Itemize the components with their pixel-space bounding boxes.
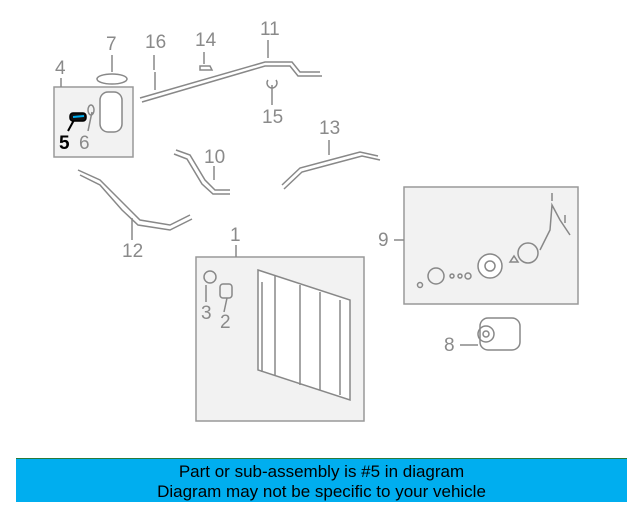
compressor-clutch-parts bbox=[416, 193, 571, 289]
part-7-oring bbox=[96, 73, 128, 85]
callout-13[interactable]: 13 bbox=[319, 118, 341, 139]
part-6 bbox=[87, 104, 95, 116]
part-14-bracket bbox=[199, 65, 214, 71]
condenser bbox=[257, 268, 351, 402]
callout-4[interactable]: 4 bbox=[55, 58, 66, 79]
leader-lines bbox=[60, 40, 478, 346]
callout-1[interactable]: 1 bbox=[230, 225, 241, 246]
callout-7[interactable]: 7 bbox=[106, 34, 117, 55]
callout-5-highlighted[interactable]: 5 bbox=[59, 133, 70, 154]
part-3-cap bbox=[203, 270, 217, 284]
banner-disclaimer: Diagram may not be specific to your vehi… bbox=[157, 482, 486, 501]
compressor bbox=[477, 317, 521, 351]
receiver-drier bbox=[99, 91, 123, 133]
callout-8[interactable]: 8 bbox=[444, 335, 455, 356]
callout-11[interactable]: 11 bbox=[260, 19, 280, 40]
callout-15[interactable]: 15 bbox=[262, 107, 284, 128]
callout-10[interactable]: 10 bbox=[204, 147, 226, 168]
group-box-9 bbox=[403, 186, 579, 305]
callout-3[interactable]: 3 bbox=[201, 303, 212, 324]
callout-9[interactable]: 9 bbox=[378, 230, 389, 251]
part-15-clip bbox=[266, 79, 278, 89]
part-11-pipe bbox=[139, 61, 320, 99]
part-13-pipe bbox=[281, 151, 379, 186]
info-banner: Part or sub-assembly is #5 in diagram Di… bbox=[16, 458, 627, 502]
callout-16[interactable]: 16 bbox=[145, 32, 167, 53]
callout-12[interactable]: 12 bbox=[122, 241, 144, 262]
banner-part-note: Part or sub-assembly is #5 in diagram bbox=[178, 462, 465, 481]
callout-14[interactable]: 14 bbox=[195, 30, 217, 51]
part-2-fitting bbox=[219, 283, 233, 299]
part-10-hose bbox=[175, 149, 230, 191]
callout-6[interactable]: 6 bbox=[79, 133, 90, 154]
callout-2[interactable]: 2 bbox=[220, 312, 231, 333]
part-12-hose bbox=[77, 169, 191, 226]
